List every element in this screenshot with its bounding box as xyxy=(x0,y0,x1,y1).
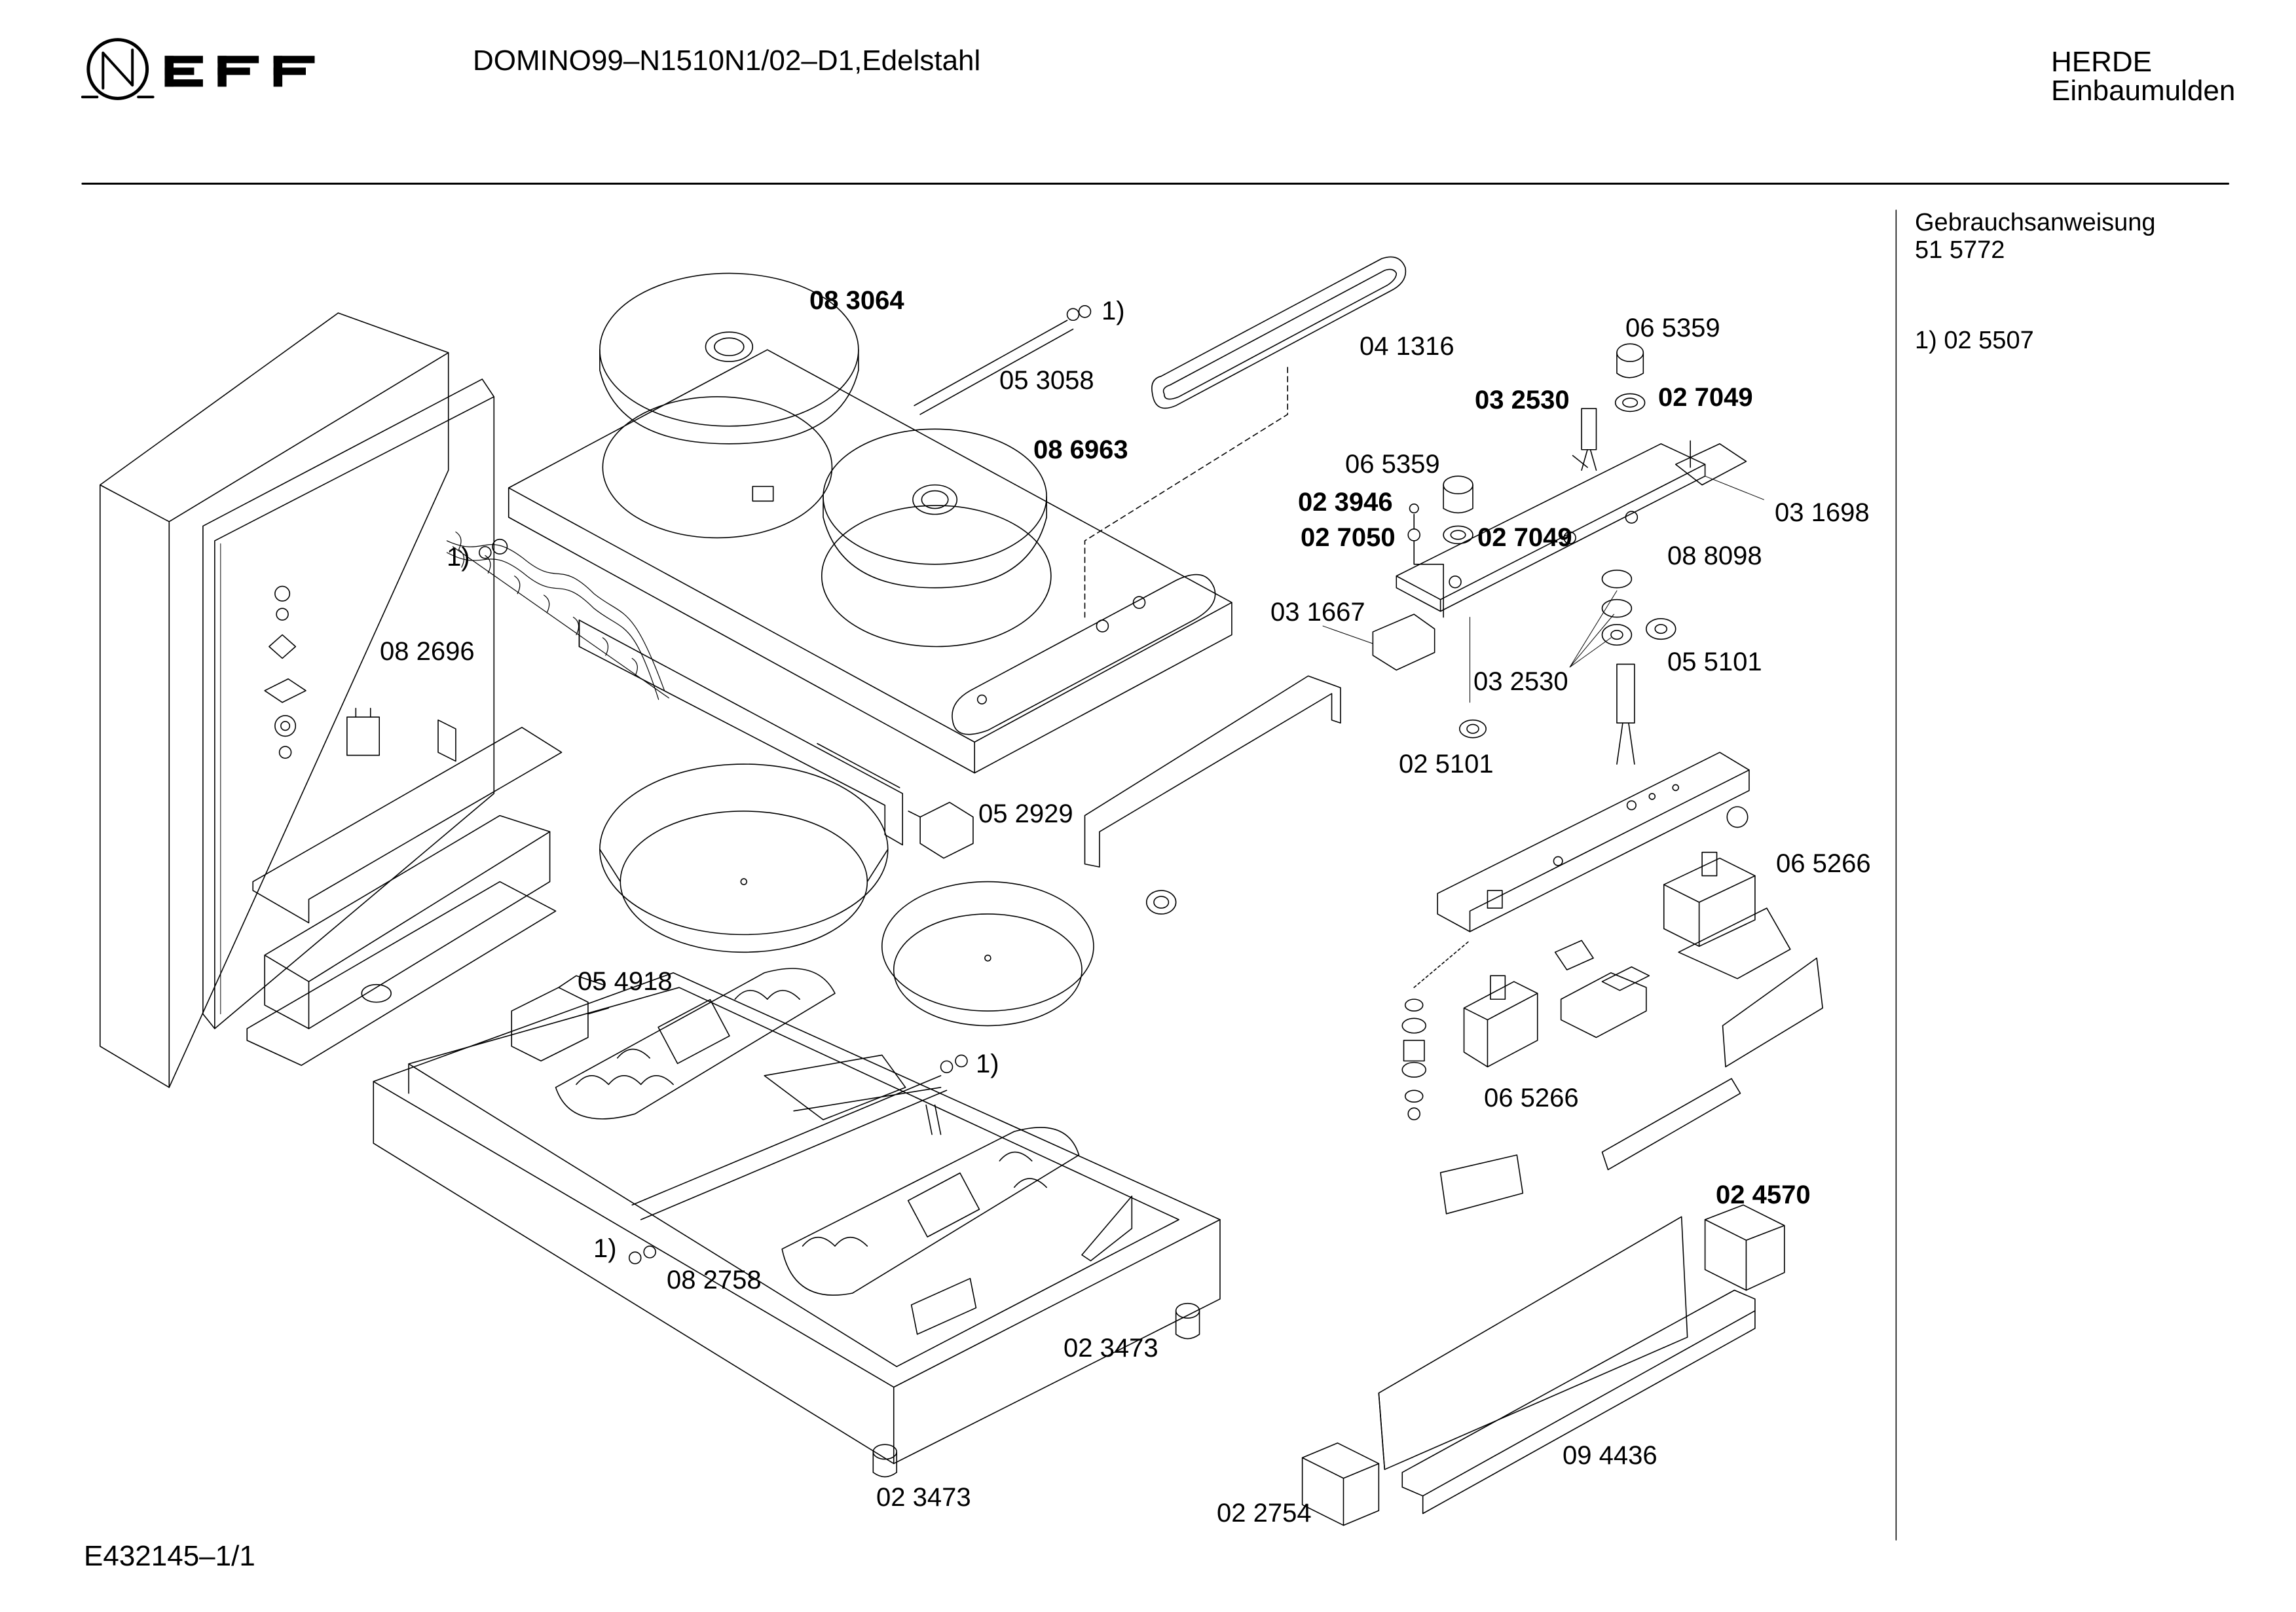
switch-pair xyxy=(1555,940,1650,1037)
doc-number: 51 5772 xyxy=(1915,236,2005,264)
footnote-marker: 1) xyxy=(593,1234,617,1263)
side-panel-hardware xyxy=(265,586,456,761)
neff-logo xyxy=(83,40,153,99)
category-line-2: Einbaumulden xyxy=(2051,75,2236,107)
footnote-marker: 1) xyxy=(1102,297,1125,325)
part-label: 06 5266 xyxy=(1484,1084,1579,1112)
foot-1 xyxy=(1176,1304,1200,1339)
screw-stack xyxy=(1402,940,1470,1120)
terminal-block-065266-a xyxy=(1664,807,1790,979)
drawing-id: E432145–1/1 xyxy=(84,1540,255,1572)
knob-065359-b xyxy=(1443,476,1473,543)
part-label: 02 4570 xyxy=(1716,1181,1811,1209)
footnote-marker: 1) xyxy=(447,543,470,572)
part-label: 03 2530 xyxy=(1475,386,1570,414)
clip-031698 xyxy=(1676,441,1747,485)
end-cap-024570 xyxy=(1705,1205,1785,1290)
part-label: 02 7049 xyxy=(1477,523,1572,552)
part-label: 02 3946 xyxy=(1298,488,1393,517)
part-label: 02 5101 xyxy=(1399,750,1494,779)
footnote-marker: 1) xyxy=(976,1050,999,1078)
washers-left xyxy=(479,540,508,559)
part-label: 05 5101 xyxy=(1667,648,1762,676)
bracket-088098 xyxy=(1396,444,1705,612)
part-label: 08 2696 xyxy=(380,637,475,666)
gasket-belt xyxy=(1084,257,1405,617)
part-label: 05 4918 xyxy=(578,967,673,996)
tray-clips xyxy=(912,1196,1132,1334)
terminal-block-065266-b xyxy=(1464,976,1538,1067)
heater-element-2 xyxy=(782,1127,1079,1295)
part-label: 02 7050 xyxy=(1301,523,1396,552)
neff-wordmark xyxy=(164,56,315,87)
part-label: 02 3473 xyxy=(876,1483,971,1512)
part-label: 06 5359 xyxy=(1625,314,1720,342)
part-label: 02 2754 xyxy=(1217,1499,1312,1528)
base-tray xyxy=(373,973,1220,1464)
grommet xyxy=(1147,890,1176,914)
end-cap-022754 xyxy=(1303,1443,1379,1526)
washers-right xyxy=(1460,570,1676,738)
long-rail xyxy=(579,620,902,845)
part-label: 04 1316 xyxy=(1360,332,1454,361)
side-channel-brackets xyxy=(247,727,561,1065)
front-panel-094436 xyxy=(1379,1217,1755,1513)
heater-element-1 xyxy=(556,968,835,1119)
side-housing-panel xyxy=(100,313,494,1088)
rod xyxy=(914,306,1090,414)
screws xyxy=(1408,504,1443,617)
category-line-1: HERDE xyxy=(2051,46,2153,78)
front-rail-right xyxy=(1084,676,1341,867)
control-board-bracket xyxy=(1437,752,1749,932)
reflector-pan-2 xyxy=(882,882,1094,1026)
part-label: 02 3473 xyxy=(1064,1334,1158,1363)
reflector-pan-1 xyxy=(600,764,888,952)
hotplate-2 xyxy=(823,429,1046,587)
part-label: 05 2929 xyxy=(978,799,1073,828)
part-label: 06 5266 xyxy=(1776,849,1871,878)
clip-031667 xyxy=(1373,614,1434,670)
hotplate-1 xyxy=(600,273,859,443)
foot-2 xyxy=(873,1444,897,1476)
heating-spring xyxy=(447,532,669,699)
part-label: 09 4436 xyxy=(1563,1441,1657,1470)
part-label: 06 5359 xyxy=(1345,450,1440,479)
footnote: 1) 02 5507 xyxy=(1915,327,2034,354)
leader-lines xyxy=(1323,476,1764,703)
part-label: 08 6963 xyxy=(1033,435,1128,464)
part-label: 03 1698 xyxy=(1775,498,1870,527)
part-label: 05 3058 xyxy=(999,366,1094,395)
knob-065359-a xyxy=(1616,344,1645,411)
connector-054918 xyxy=(511,976,608,1061)
hob-top-plate xyxy=(509,350,1232,773)
part-label: 08 3064 xyxy=(809,286,904,315)
support-bar xyxy=(629,1055,967,1264)
part-label: 08 2758 xyxy=(667,1266,762,1294)
thermocouple-032530 xyxy=(1573,409,1635,764)
part-label: 03 2530 xyxy=(1473,667,1568,696)
switch-052929 xyxy=(908,802,973,858)
part-label: 08 8098 xyxy=(1667,541,1762,570)
cover-strips xyxy=(1441,958,1823,1214)
part-label: 03 1667 xyxy=(1270,598,1365,627)
model-line: DOMINO99–N1510N1/02–D1,Edelstahl xyxy=(473,45,981,77)
part-label: 02 7049 xyxy=(1658,383,1753,412)
doc-label: Gebrauchsanweisung xyxy=(1915,209,2156,236)
